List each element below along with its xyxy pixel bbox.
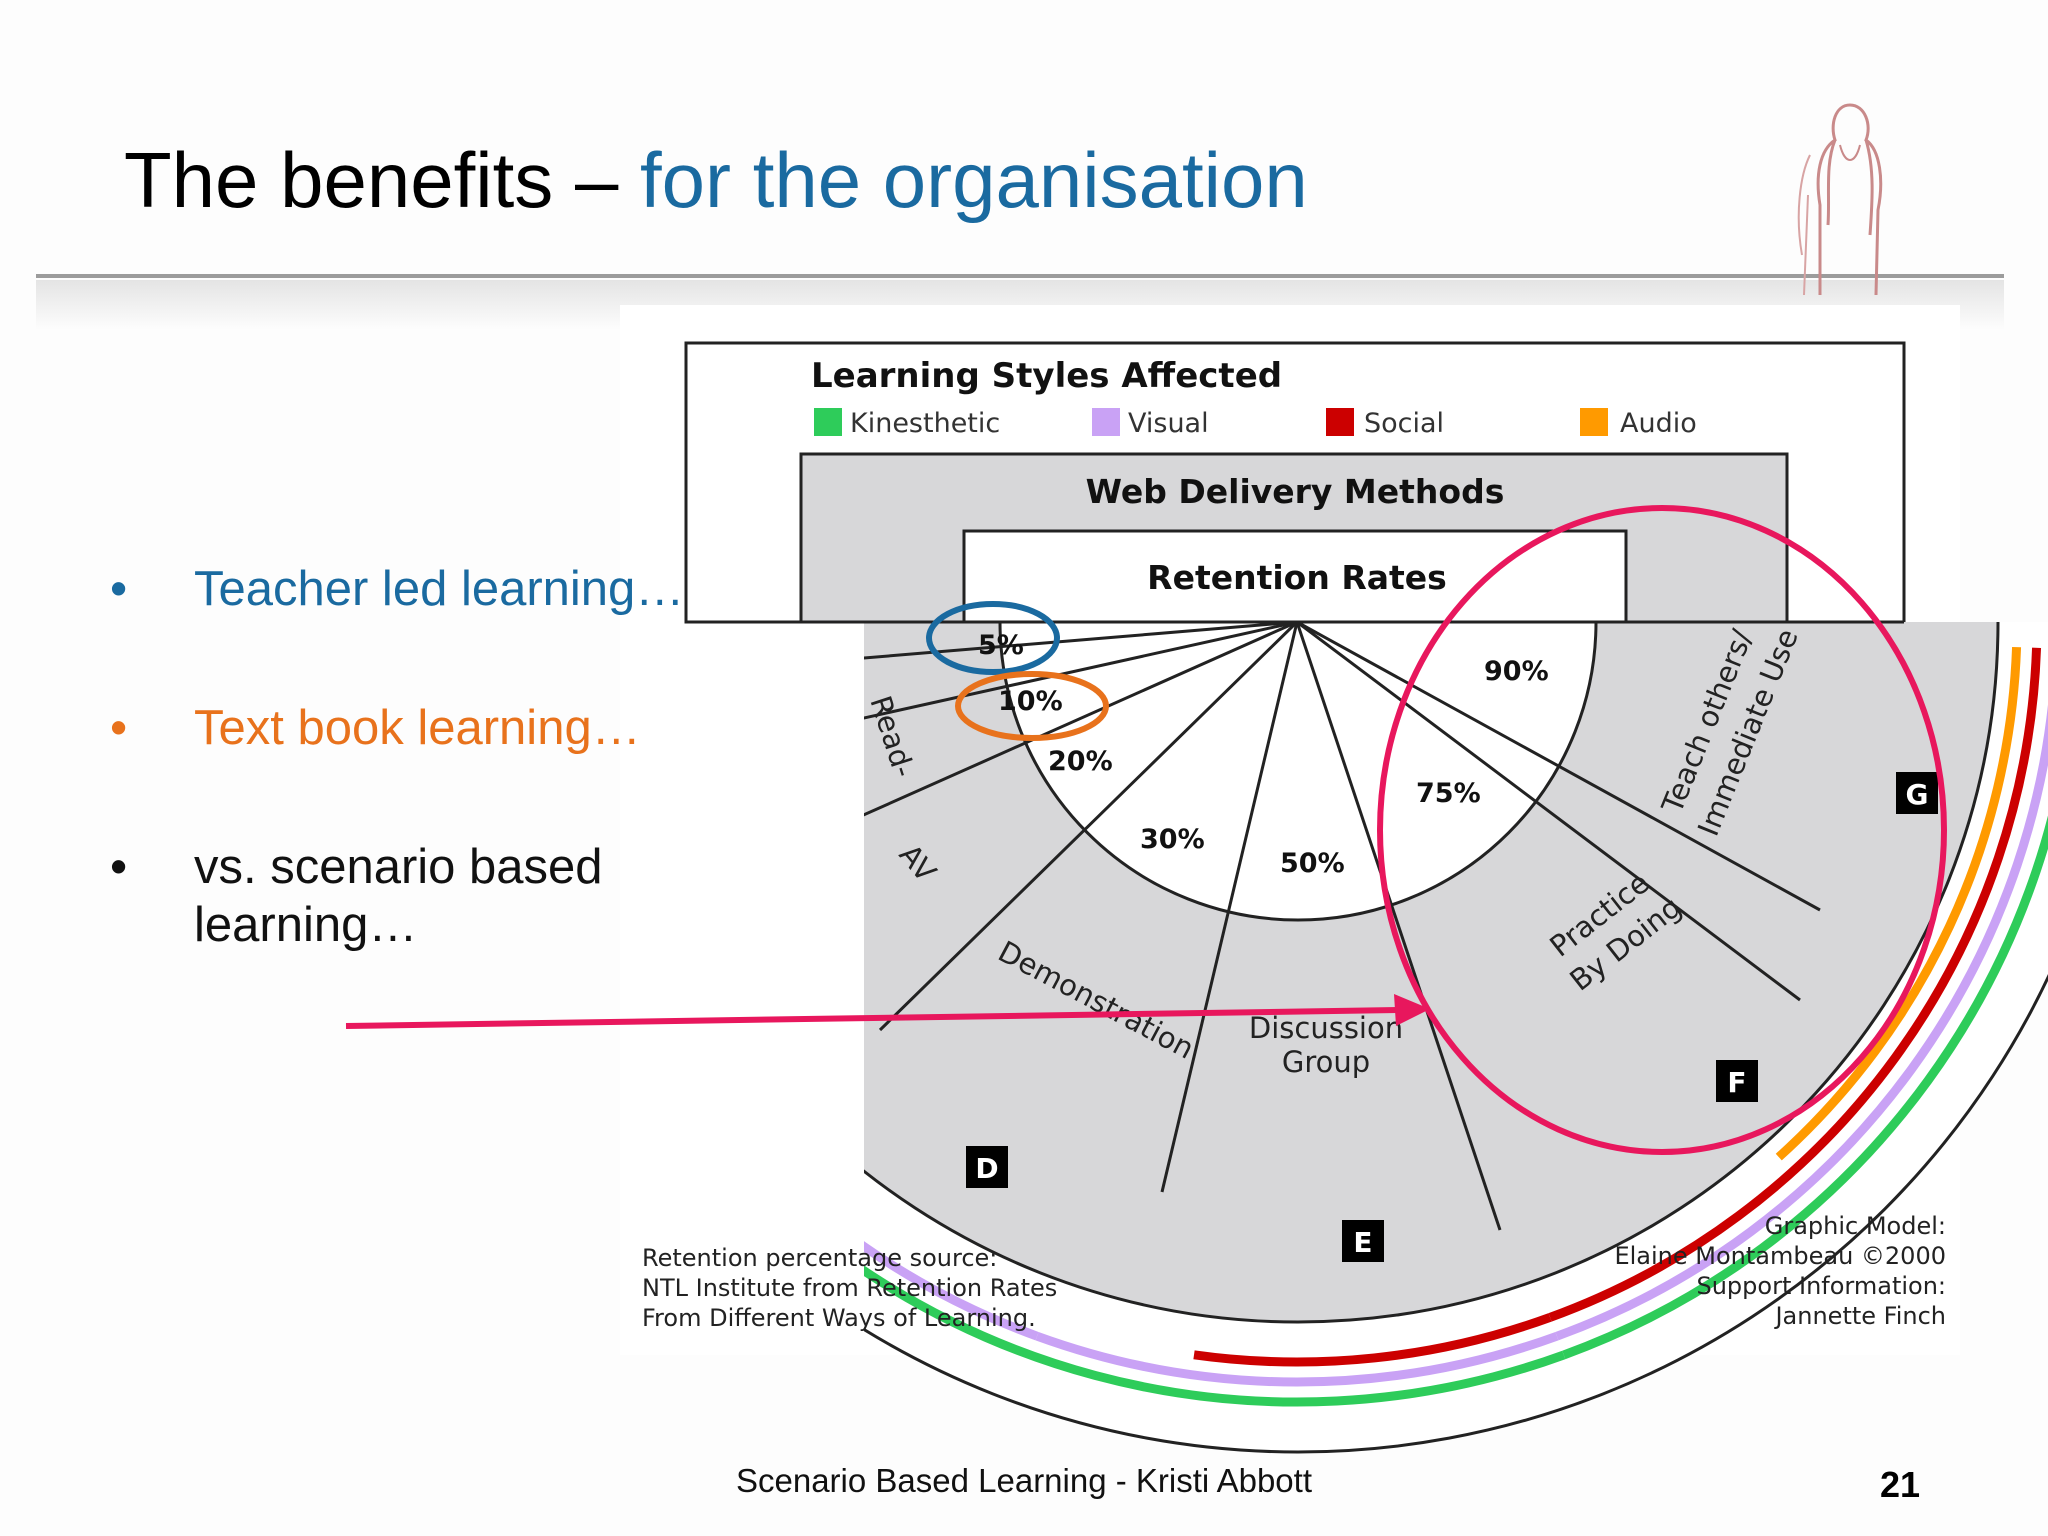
credit-line-1: Graphic Model: <box>1765 1212 1946 1240</box>
retention-wedges <box>1000 622 1596 920</box>
marker-e-box <box>1342 1220 1384 1262</box>
bullet-scenario-based: • vs. scenario based learning… <box>110 838 750 954</box>
arc-visual-middle <box>1035 1331 1559 1387</box>
marker-f: F <box>1727 1066 1746 1099</box>
legend-label-audio: Audio <box>1620 408 1697 439</box>
page-number: 21 <box>1880 1464 1921 1505</box>
legend-label-kinesthetic: Kinesthetic <box>850 408 1000 439</box>
legend-swatch-kinesthetic <box>814 408 842 436</box>
figure-sketch-icon <box>1797 103 1883 296</box>
bullet-text: Teacher led learning… <box>194 562 685 616</box>
rate-50: 50% <box>1280 848 1345 879</box>
title-rule <box>36 274 2004 278</box>
slide-title: The benefits – for the organisation <box>124 135 1308 226</box>
bullet-list: • Teacher led learning… • Text book lear… <box>110 560 750 1035</box>
arc-visual-right <box>1555 703 2048 1341</box>
legend-swatch-social <box>1326 408 1354 436</box>
slide-footer: Scenario Based Learning - Kristi Abbott <box>735 1462 1312 1499</box>
retention-box <box>962 529 1628 624</box>
arrow-head <box>1394 994 1430 1026</box>
bullet-text: vs. scenario based learning… <box>194 840 603 952</box>
outer-band <box>864 622 2048 1452</box>
arrow-shaft <box>345 1007 1401 1029</box>
marker-d-box <box>966 1146 1008 1188</box>
legend-swatch-visual <box>1092 408 1120 436</box>
bullet-dot: • <box>110 562 128 616</box>
outer-boundary-arc <box>864 973 2048 1454</box>
marker-f-box <box>1716 1060 1758 1102</box>
arc-social-right <box>1548 647 2042 1322</box>
legend-label-visual: Visual <box>1128 408 1209 439</box>
source-line-3: From Different Ways of Learning. <box>642 1304 1036 1332</box>
inner-boundary-arc <box>998 621 1598 922</box>
source-line-1: Retention percentage source: <box>642 1244 997 1272</box>
method-discussion-line1: Discussion <box>1249 1011 1403 1045</box>
title-accent: for the organisation <box>640 136 1308 224</box>
highlight-circle-10 <box>955 671 1109 741</box>
arc-audio-right <box>1775 646 2022 1161</box>
web-delivery-label: Web Delivery Methods <box>1086 472 1505 511</box>
bullet-text-book: • Text book learning… <box>110 699 750 757</box>
arc-visual-left <box>864 1241 1039 1341</box>
bullet-dot: • <box>110 840 128 894</box>
diagram-heading: Learning Styles Affected <box>811 356 1282 396</box>
legend-swatch-audio <box>1580 408 1608 436</box>
rate-90: 90% <box>1484 656 1549 687</box>
rate-75: 75% <box>1416 778 1481 809</box>
credit-line-2: Elaine Montambeau ©2000 <box>1614 1242 1946 1270</box>
retention-label: Retention Rates <box>1147 558 1447 597</box>
spokes <box>864 620 1904 1231</box>
highlight-ellipse <box>1377 505 1947 1155</box>
credit-line-4: Jannette Finch <box>1773 1302 1946 1330</box>
marker-d: D <box>975 1152 998 1185</box>
learning-style-arcs <box>864 646 2048 1407</box>
title-main: The benefits – <box>124 136 640 224</box>
legend-label-social: Social <box>1364 408 1444 439</box>
marker-e: E <box>1353 1226 1372 1259</box>
marker-g-box <box>1896 772 1938 814</box>
annotation-arrow <box>345 994 1430 1029</box>
source-line-2: NTL Institute from Retention Rates <box>642 1274 1057 1302</box>
rate-20: 20% <box>1048 746 1113 777</box>
method-discussion-line2: Group <box>1282 1045 1370 1079</box>
rate-10: 10% <box>998 686 1063 717</box>
rate-5: 5% <box>978 630 1024 661</box>
arc-kinesthetic-right <box>1562 815 2048 1360</box>
arc-social-middle <box>1193 1313 1552 1367</box>
bullet-teacher-led: • Teacher led learning… <box>110 560 750 618</box>
marker-g: G <box>1906 778 1929 811</box>
highlight-circle-5 <box>926 601 1060 675</box>
bullet-dot: • <box>110 701 128 755</box>
arc-kinesthetic-middle <box>864 1265 1566 1407</box>
bullet-text: Text book learning… <box>194 701 641 755</box>
credit-line-3: Support Information: <box>1696 1272 1946 1300</box>
rate-30: 30% <box>1140 824 1205 855</box>
methods-boundary-arc <box>864 621 2000 1324</box>
